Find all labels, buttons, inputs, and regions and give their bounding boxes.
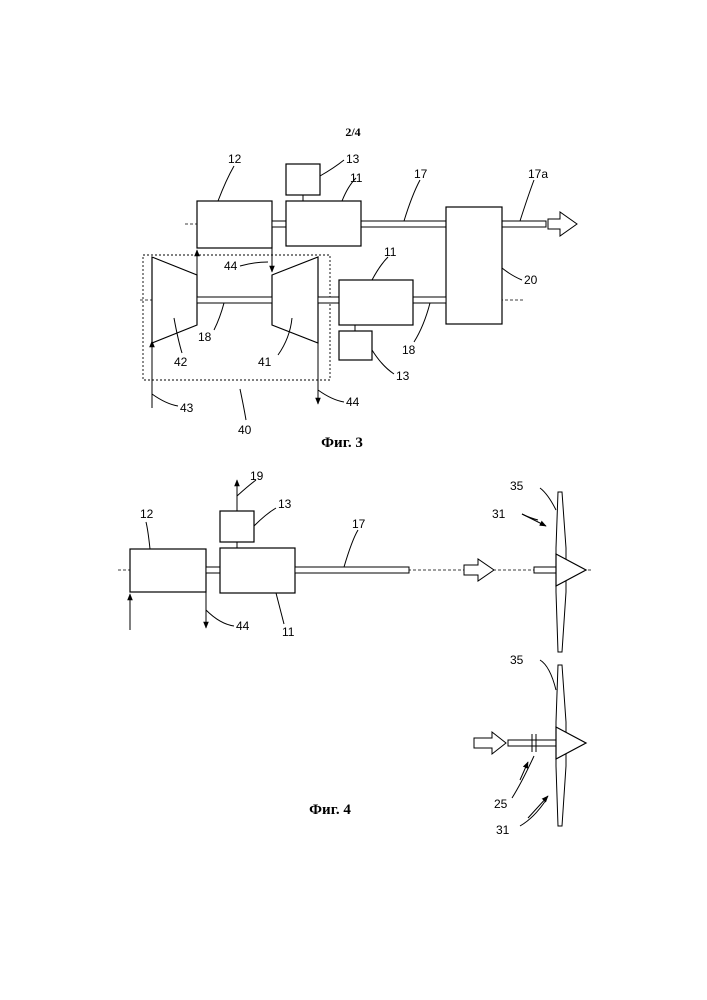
turbine-41 [272, 257, 318, 343]
label-35-bottom: 35 [510, 653, 524, 667]
leader-35-top [540, 488, 556, 510]
label-13: 13 [278, 497, 292, 511]
leader-20 [502, 268, 522, 280]
shaft-18-to-11 [318, 297, 340, 303]
label-17: 17 [352, 517, 366, 531]
shaft-18-core [197, 297, 272, 303]
leader-17 [344, 530, 358, 567]
leader-44 [206, 610, 234, 626]
label-44-mid: 44 [224, 259, 238, 273]
compressor-42 [152, 257, 197, 343]
leader-18-left [214, 303, 224, 330]
leader-17 [404, 180, 420, 221]
block-11 [220, 548, 295, 593]
transfer-arrow [464, 559, 494, 581]
leader-13 [254, 508, 276, 526]
coupling-12-11 [272, 221, 286, 227]
label-40: 40 [238, 423, 252, 437]
label-18-right: 18 [402, 343, 416, 357]
label-35-top: 35 [510, 479, 524, 493]
transfer-arrow-bottom [474, 732, 506, 754]
shaft-17a [502, 221, 546, 227]
label-31-bottom: 31 [496, 823, 510, 837]
leader-12 [146, 522, 150, 549]
label-44-bot: 44 [346, 395, 360, 409]
leader-44-mid [240, 262, 268, 266]
block-13-upper [286, 164, 320, 195]
label-13-bot: 13 [396, 369, 410, 383]
label-41: 41 [258, 355, 272, 369]
leader-17a [520, 180, 534, 221]
figure-4: 19 13 12 17 44 11 35 31 35 25 31 Фиг. 4 [118, 469, 592, 837]
label-42: 42 [174, 355, 188, 369]
label-12: 12 [228, 152, 242, 166]
propeller-hub-31-top [556, 554, 586, 586]
label-17: 17 [414, 167, 428, 181]
shaft-17 [360, 221, 448, 227]
page-number: 2/4 [345, 125, 360, 139]
propeller-hub-31-bottom [556, 727, 586, 759]
block-11-upper [286, 201, 361, 246]
label-12: 12 [140, 507, 154, 521]
caption-fig-4: Фиг. 4 [309, 802, 351, 818]
label-13-top: 13 [346, 152, 360, 166]
figure-3: 12 13 11 17 17a 11 20 44 18 42 41 18 13 … [140, 152, 577, 451]
leader-18-right [414, 303, 430, 342]
output-arrow-17a [548, 212, 577, 236]
pointer-31-top [522, 514, 546, 526]
leader-44-bot [318, 390, 344, 402]
block-11-lower [339, 280, 413, 325]
shaft-18-to-20 [413, 297, 446, 303]
block-12 [130, 549, 206, 592]
label-11-top: 11 [350, 171, 363, 185]
label-11: 11 [282, 625, 295, 639]
block-13-lower [339, 331, 372, 360]
leader-13-top [320, 160, 344, 176]
leader-40 [240, 389, 246, 420]
leader-13-bot [372, 350, 394, 374]
leader-11 [276, 593, 284, 624]
label-19: 19 [250, 469, 264, 483]
leader-35-bottom [540, 660, 556, 690]
coupling-12-11 [206, 567, 220, 573]
pointer-31-bottom [528, 796, 548, 818]
leader-12 [218, 166, 234, 201]
label-44: 44 [236, 619, 250, 633]
label-25: 25 [494, 797, 508, 811]
label-31-top: 31 [492, 507, 506, 521]
shaft-17 [295, 567, 409, 573]
block-20 [446, 207, 502, 324]
caption-fig-3: Фиг. 3 [321, 435, 363, 451]
block-13 [220, 511, 254, 542]
propeller-shaft-bottom [508, 740, 558, 746]
label-11-mid: 11 [384, 245, 397, 259]
leader-11-mid [372, 257, 388, 280]
block-12 [197, 201, 272, 248]
label-20: 20 [524, 273, 538, 287]
leader-43 [152, 394, 178, 406]
label-43: 43 [180, 401, 194, 415]
leader-25 [512, 756, 534, 798]
propeller-shaft-top [534, 567, 558, 573]
label-18-left: 18 [198, 330, 212, 344]
label-17a: 17a [528, 167, 548, 181]
